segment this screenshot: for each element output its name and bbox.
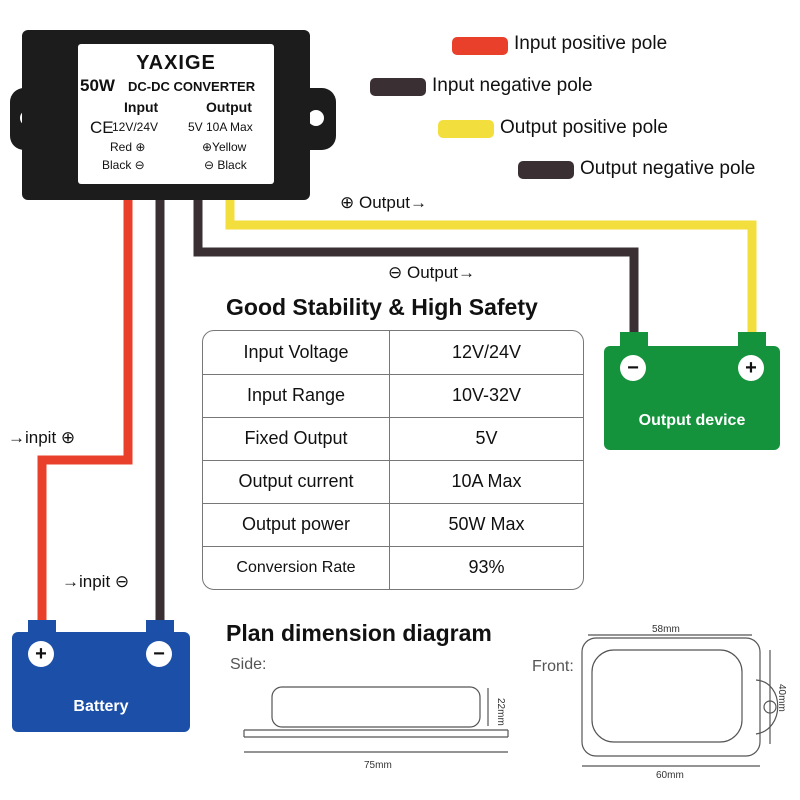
front-view-drawing [581, 634, 779, 767]
side-view-label: Side: [230, 656, 267, 673]
side-height-dim: 22mm [495, 698, 506, 726]
spec-row: Input Voltage 12V/24V [203, 331, 583, 375]
spec-row: Conversion Rate 93% [203, 546, 583, 589]
spec-row: Output power 50W Max [203, 503, 583, 547]
converter-output-spec: 5V 10A Max [188, 120, 253, 134]
front-height-dim: 40mm [776, 684, 787, 712]
converter-input-voltage: 12V/24V [112, 120, 159, 134]
side-length-dim: 75mm [364, 760, 392, 771]
spec-key: Output current [203, 460, 390, 503]
input-negative-label: →inpit ⊖ [62, 572, 130, 591]
spec-table: Input Voltage 12V/24V Input Range 10V-32… [202, 330, 584, 590]
spec-key: Input Voltage [203, 331, 390, 374]
output-device-neg-sign: − [620, 355, 646, 381]
legend-swatch-red [452, 37, 508, 55]
front-bottom-dim: 60mm [656, 770, 684, 781]
spec-key: Conversion Rate [203, 546, 390, 589]
legend-input-negative: Input negative pole [432, 75, 593, 96]
output-negative-wire [193, 195, 639, 340]
output-device-neg-terminal [620, 332, 648, 350]
legend-output-negative: Output negative pole [580, 158, 756, 179]
spec-value: 10V-32V [451, 385, 522, 405]
output-device-pos-terminal [738, 332, 766, 350]
legend-swatch-yellow [438, 120, 494, 138]
spec-title: Good Stability & High Safety [226, 294, 538, 320]
output-device-label: Output device [638, 412, 746, 429]
legend-swatch-dark-2 [518, 161, 574, 179]
spec-row: Output current 10A Max [203, 460, 583, 504]
battery-pos-sign: + [28, 641, 54, 667]
spec-value: 12V/24V [451, 342, 522, 362]
converter-input-label: Input [124, 99, 159, 115]
legend-output-positive: Output positive pole [500, 117, 668, 138]
battery-label: Battery [73, 698, 129, 715]
front-top-dim: 58mm [652, 624, 680, 635]
side-view-drawing [243, 686, 509, 753]
converter-power: 50W [80, 76, 115, 95]
output-negative-label: ⊖ Output→ [388, 263, 476, 282]
legend-input-positive: Input positive pole [514, 33, 668, 54]
spec-key: Input Range [203, 374, 390, 417]
output-positive-wire [225, 195, 757, 340]
legend-swatch-dark [370, 78, 426, 96]
output-device-pos-sign: + [738, 355, 764, 381]
output-device: − + Output device [604, 346, 780, 450]
converter-input-neg: Black ⊖ [102, 158, 145, 172]
dimension-title: Plan dimension diagram [226, 620, 492, 646]
spec-key: Fixed Output [203, 417, 390, 460]
input-positive-wire [37, 195, 133, 625]
converter-output-neg: ⊖ Black [204, 158, 247, 172]
battery-neg-sign: − [146, 641, 172, 667]
front-view-label: Front: [532, 658, 574, 675]
converter-input-pos: Red ⊕ [110, 140, 146, 154]
spec-value: 50W Max [448, 514, 525, 534]
spec-value: 93% [468, 557, 505, 577]
converter-label [78, 44, 274, 184]
ce-mark: CE [90, 118, 114, 137]
output-positive-label: ⊕ Output→ [340, 193, 428, 212]
spec-row: Input Range 10V-32V [203, 374, 583, 418]
spec-key: Output power [203, 503, 390, 546]
converter-output-pos: ⊕Yellow [202, 140, 247, 154]
spec-row: Fixed Output 5V [203, 417, 583, 461]
converter-brand: YAXIGE [136, 52, 216, 74]
spec-value: 5V [475, 428, 498, 448]
battery: + − Battery [12, 632, 190, 732]
spec-value: 10A Max [451, 471, 522, 491]
converter-model: DC-DC CONVERTER [128, 79, 256, 94]
input-positive-label: →inpit ⊕ [8, 428, 76, 447]
converter-output-label: Output [206, 99, 252, 115]
